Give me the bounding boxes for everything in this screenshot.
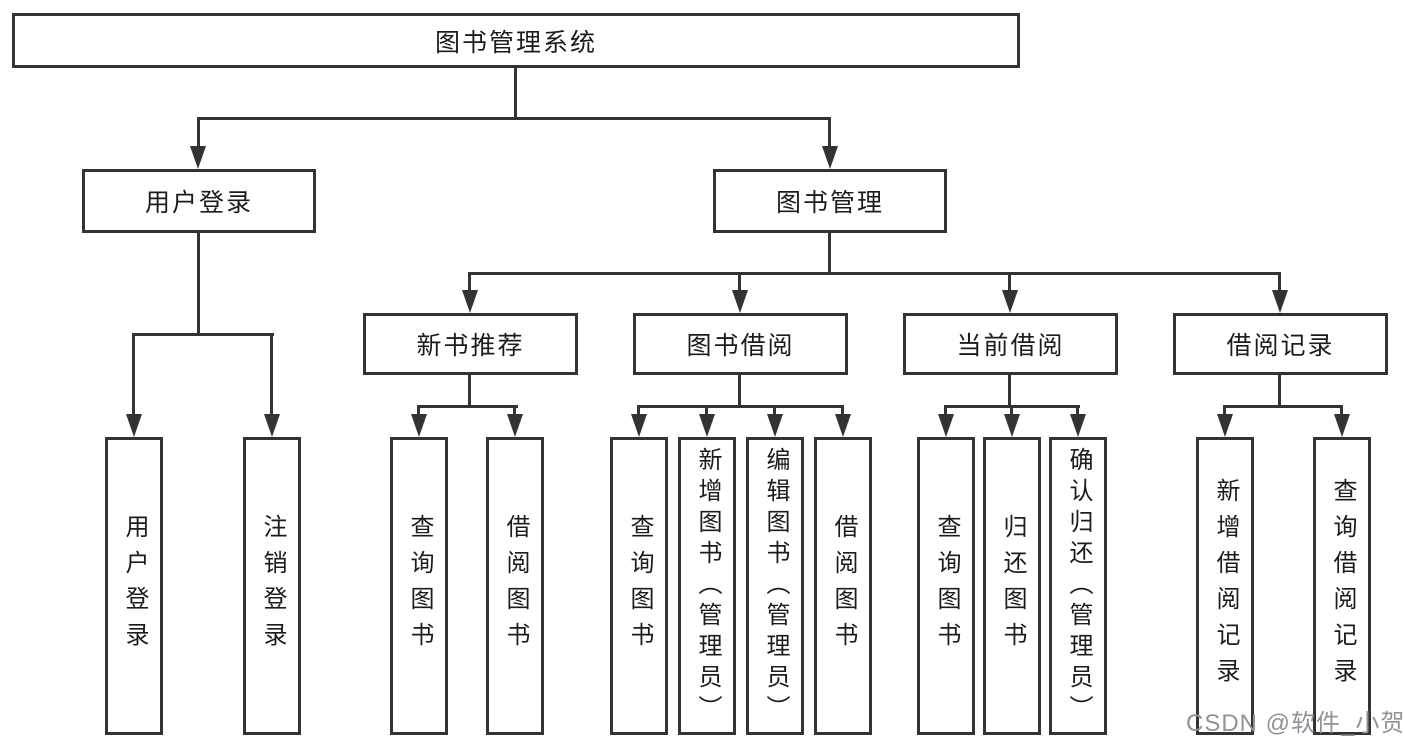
- leaf-edit-book-admin: 编辑图书（管理员）: [746, 437, 804, 735]
- connector-line: [197, 117, 200, 152]
- arrow-down-icon: [767, 414, 783, 437]
- arrow-down-icon: [1002, 290, 1018, 313]
- connector-line: [417, 405, 518, 408]
- leaf-add-book-admin-label: 新增图书（管理员）: [694, 446, 721, 726]
- connector-line: [1278, 375, 1281, 408]
- arrow-down-icon: [1272, 290, 1288, 313]
- arrow-down-icon: [190, 146, 206, 169]
- connector-line: [1008, 272, 1011, 297]
- arrow-down-icon: [631, 414, 647, 437]
- connector-line: [1008, 375, 1011, 408]
- arrow-down-icon: [1334, 414, 1350, 437]
- leaf-confirm-return-admin-label: 确认归还（管理员）: [1065, 446, 1092, 726]
- node-book-management: 图书管理: [713, 169, 947, 233]
- leaf-query-books-3: 查询图书: [917, 437, 975, 735]
- connector-line: [1278, 272, 1281, 297]
- leaf-borrow-books-2-label: 借阅图书: [830, 514, 857, 658]
- connector-line: [514, 68, 517, 119]
- arrow-down-icon: [126, 414, 142, 437]
- node-current-borrow: 当前借阅: [903, 313, 1118, 375]
- node-book-management-label: 图书管理: [775, 189, 884, 217]
- node-book-borrow: 图书借阅: [633, 313, 848, 375]
- arrow-down-icon: [462, 290, 478, 313]
- connector-line: [828, 233, 831, 275]
- connector-line: [637, 405, 640, 419]
- connector-line: [828, 117, 831, 152]
- watermark: CSDN @软件_小贺同学: [1186, 710, 1405, 737]
- leaf-borrow-books-1: 借阅图书: [486, 437, 544, 735]
- connector-line: [738, 375, 741, 408]
- node-new-book-recommend: 新书推荐: [363, 313, 578, 375]
- connector-line: [270, 333, 273, 418]
- arrow-down-icon: [732, 290, 748, 313]
- leaf-logout-label: 注销登录: [259, 514, 286, 658]
- node-current-borrow-label: 当前借阅: [956, 332, 1065, 360]
- arrow-down-icon: [699, 414, 715, 437]
- connector-line: [841, 405, 844, 419]
- node-new-book-recommend-label: 新书推荐: [416, 332, 525, 360]
- connector-line: [944, 405, 947, 419]
- connector-line: [738, 272, 741, 297]
- arrow-down-icon: [822, 146, 838, 169]
- node-user-login: 用户登录: [82, 169, 316, 233]
- leaf-user-login-label: 用户登录: [121, 514, 148, 658]
- arrow-down-icon: [1217, 414, 1233, 437]
- connector-line: [1223, 405, 1343, 408]
- leaf-return-book-label: 归还图书: [999, 514, 1026, 658]
- leaf-query-books-3-label: 查询图书: [933, 514, 960, 658]
- arrow-down-icon: [264, 414, 280, 437]
- connector-line: [1010, 405, 1013, 419]
- leaf-borrow-books-1-label: 借阅图书: [502, 514, 529, 658]
- connector-line: [705, 405, 708, 419]
- arrow-down-icon: [938, 414, 954, 437]
- leaf-confirm-return-admin: 确认归还（管理员）: [1049, 437, 1107, 735]
- leaf-query-books-1-label: 查询图书: [406, 514, 433, 658]
- connector-line: [468, 272, 1281, 275]
- connector-line: [417, 405, 420, 419]
- arrow-down-icon: [1004, 414, 1020, 437]
- leaf-return-book: 归还图书: [983, 437, 1041, 735]
- connector-line: [1340, 405, 1343, 419]
- connector-line: [468, 375, 471, 408]
- leaf-query-books-2-label: 查询图书: [626, 514, 653, 658]
- connector-line: [773, 405, 776, 419]
- connector-line: [637, 405, 844, 408]
- leaf-query-borrow-record-label: 查询借阅记录: [1329, 478, 1356, 694]
- node-user-login-label: 用户登录: [144, 189, 253, 217]
- arrow-down-icon: [507, 414, 523, 437]
- node-borrow-records: 借阅记录: [1173, 313, 1388, 375]
- arrow-down-icon: [411, 414, 427, 437]
- connector-line: [132, 333, 274, 336]
- leaf-logout: 注销登录: [243, 437, 301, 735]
- arrow-down-icon: [835, 414, 851, 437]
- leaf-query-books-2: 查询图书: [610, 437, 668, 735]
- node-book-borrow-label: 图书借阅: [686, 332, 795, 360]
- leaf-add-borrow-record: 新增借阅记录: [1196, 437, 1254, 735]
- connector-line: [513, 405, 516, 419]
- connector-line: [197, 233, 200, 335]
- connector-line: [468, 272, 471, 297]
- connector-line: [132, 333, 135, 418]
- node-borrow-records-label: 借阅记录: [1226, 332, 1335, 360]
- leaf-edit-book-admin-label: 编辑图书（管理员）: [762, 446, 789, 726]
- connector-line: [197, 117, 831, 120]
- leaf-add-borrow-record-label: 新增借阅记录: [1212, 478, 1239, 694]
- arrow-down-icon: [1070, 414, 1086, 437]
- leaf-query-books-1: 查询图书: [390, 437, 448, 735]
- leaf-add-book-admin: 新增图书（管理员）: [678, 437, 736, 735]
- node-root: 图书管理系统: [12, 13, 1020, 68]
- node-root-label: 图书管理系统: [434, 28, 597, 57]
- connector-line: [1076, 405, 1079, 419]
- leaf-user-login: 用户登录: [105, 437, 163, 735]
- leaf-query-borrow-record: 查询借阅记录: [1313, 437, 1371, 735]
- connector-line: [1223, 405, 1226, 419]
- leaf-borrow-books-2: 借阅图书: [814, 437, 872, 735]
